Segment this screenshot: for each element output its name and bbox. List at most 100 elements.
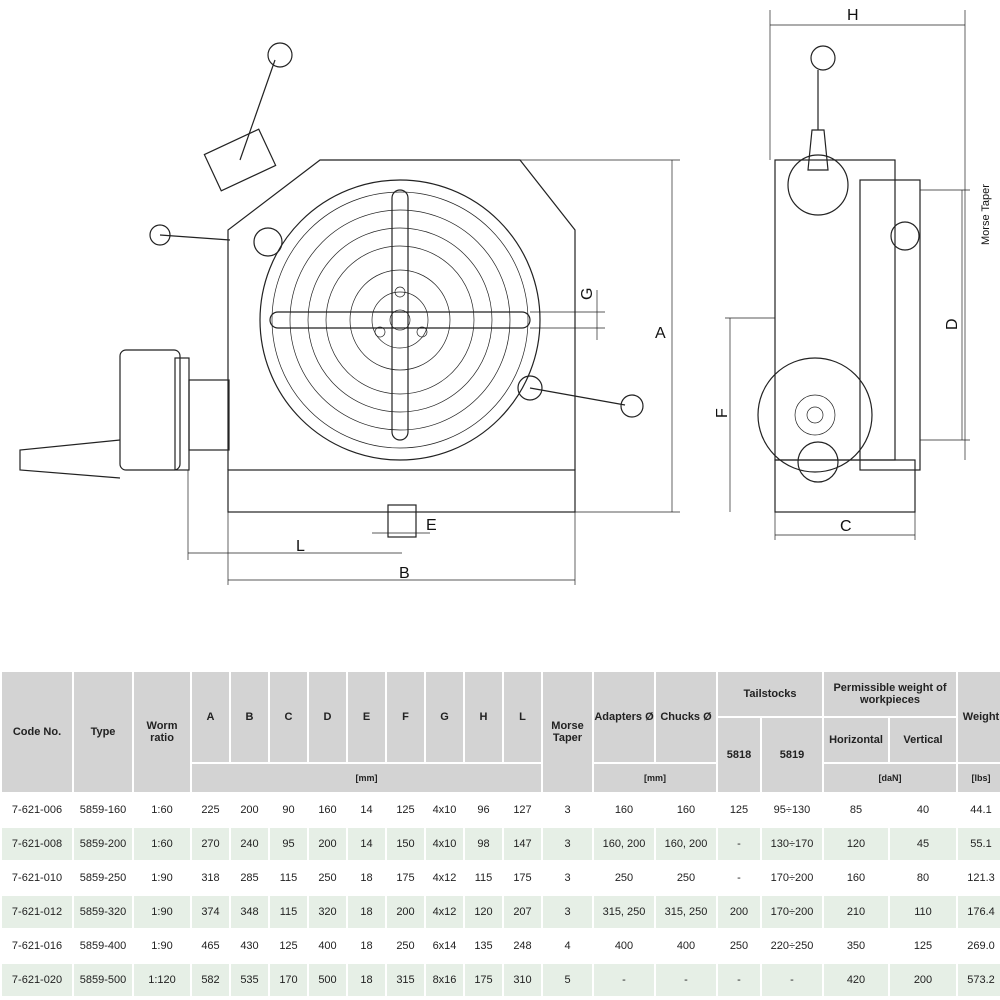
table-cell: 1:60 xyxy=(134,828,190,860)
front-view xyxy=(19,42,644,538)
table-cell: 121.3 xyxy=(967,872,995,884)
dim-label-a: A xyxy=(655,325,666,342)
table-cell: 5859-500 xyxy=(74,964,132,996)
table-cell: 160 xyxy=(846,872,866,884)
table-cell: - xyxy=(594,964,654,996)
table-cell: 18 xyxy=(360,940,373,952)
morse-taper-label: Morse Taper xyxy=(980,184,992,245)
table-cell: 400 xyxy=(318,940,337,952)
table-cell: 310 xyxy=(504,964,541,996)
dim-label-h: H xyxy=(847,7,859,24)
header-a: A xyxy=(192,672,229,762)
table-cell: 374 xyxy=(192,896,229,928)
table-cell: 14 xyxy=(360,804,373,816)
table-cell: 1:90 xyxy=(151,940,173,952)
table-cell: 14 xyxy=(348,828,385,860)
table-cell: 160, 200 xyxy=(656,828,716,860)
header-5819: 5819 xyxy=(762,718,822,792)
table-cell: 55.1 xyxy=(958,828,1000,860)
table-cell: 170÷200 xyxy=(762,896,822,928)
table-cell: 210 xyxy=(824,896,888,928)
table-cell: 1:120 xyxy=(134,964,190,996)
table-cell: 5859-250 xyxy=(79,872,127,884)
table-cell: 350 xyxy=(846,940,866,952)
table-cell: 127 xyxy=(513,804,532,816)
table-cell: 400 xyxy=(676,940,696,952)
table-cell: - xyxy=(656,964,716,996)
table-cell: 250 xyxy=(676,872,696,884)
table-cell: 207 xyxy=(504,896,541,928)
table-cell: 400 xyxy=(614,940,634,952)
table-cell: 200 xyxy=(718,896,760,928)
dimension-lines xyxy=(187,10,970,585)
table-cell: 270 xyxy=(192,828,229,860)
table-cell: 4 xyxy=(564,940,571,952)
header-e: E xyxy=(348,672,385,762)
table-cell: 573.2 xyxy=(958,964,1000,996)
table-cell: 8x16 xyxy=(426,964,463,996)
header-b: B xyxy=(231,672,268,762)
unit-lbs: [lbs] xyxy=(958,764,1000,792)
table-cell: 4x10 xyxy=(426,828,463,860)
header-tailstocks: Tailstocks xyxy=(718,672,822,716)
table-cell: 160 xyxy=(676,804,696,816)
unit-mm-adapters: [mm] xyxy=(594,764,716,792)
technical-drawing: H A G E L B D F C Morse Taper xyxy=(19,7,992,585)
table-cell: 500 xyxy=(309,964,346,996)
table-cell: 225 xyxy=(201,804,220,816)
header-5818: 5818 xyxy=(718,718,760,792)
table-cell: 98 xyxy=(465,828,502,860)
dim-label-c: C xyxy=(840,518,852,535)
table-cell: 120 xyxy=(824,828,888,860)
table-cell: 160, 200 xyxy=(594,828,654,860)
header-chucks: Chucks Ø xyxy=(656,672,716,762)
table-cell: 315, 250 xyxy=(656,896,716,928)
table-cell: 44.1 xyxy=(970,804,992,816)
dim-label-f: F xyxy=(714,408,731,418)
table-cell: 115 xyxy=(270,896,307,928)
table-cell: 200 xyxy=(309,828,346,860)
header-adapters: Adapters Ø xyxy=(594,672,654,762)
header-f: F xyxy=(387,672,424,762)
table-cell: 95÷130 xyxy=(773,804,811,816)
table-cell: 125 xyxy=(913,940,933,952)
header-morse: Morse Taper xyxy=(543,672,592,792)
table-cell: - xyxy=(737,872,741,884)
table-cell: 120 xyxy=(465,896,502,928)
table-cell: 85 xyxy=(849,804,863,816)
table-cell: 5 xyxy=(543,964,592,996)
header-perm-weight: Permissible weight of workpieces xyxy=(824,672,956,716)
table-cell: 40 xyxy=(916,804,930,816)
table-cell: 115 xyxy=(279,872,298,884)
table-cell: 176.4 xyxy=(958,896,1000,928)
table-cell: 420 xyxy=(824,964,888,996)
table-cell: 240 xyxy=(231,828,268,860)
table-cell: 160 xyxy=(318,804,337,816)
header-vertical: Vertical xyxy=(890,718,956,762)
header-worm: Worm ratio xyxy=(134,672,190,792)
table-cell: 200 xyxy=(387,896,424,928)
header-code: Code No. xyxy=(2,672,72,792)
table-cell: 5859-200 xyxy=(74,828,132,860)
table-cell: 320 xyxy=(309,896,346,928)
table-cell: 175 xyxy=(396,872,415,884)
table-cell: 7-621-012 xyxy=(2,896,72,928)
table-cell: 170 xyxy=(270,964,307,996)
table-cell: 582 xyxy=(192,964,229,996)
table-cell: 7-621-008 xyxy=(2,828,72,860)
table-cell: 3 xyxy=(543,896,592,928)
table-cell: 7-621-006 xyxy=(11,804,63,816)
header-type: Type xyxy=(74,672,132,792)
table-cell: 4x12 xyxy=(426,896,463,928)
dim-label-l: L xyxy=(296,538,305,555)
table-cell: 6x14 xyxy=(432,940,457,952)
table-cell: 250 xyxy=(614,872,634,884)
table-cell: 3 xyxy=(543,828,592,860)
table-cell: 200 xyxy=(240,804,259,816)
table-cell: 7-621-010 xyxy=(11,872,63,884)
table-cell: 95 xyxy=(270,828,307,860)
